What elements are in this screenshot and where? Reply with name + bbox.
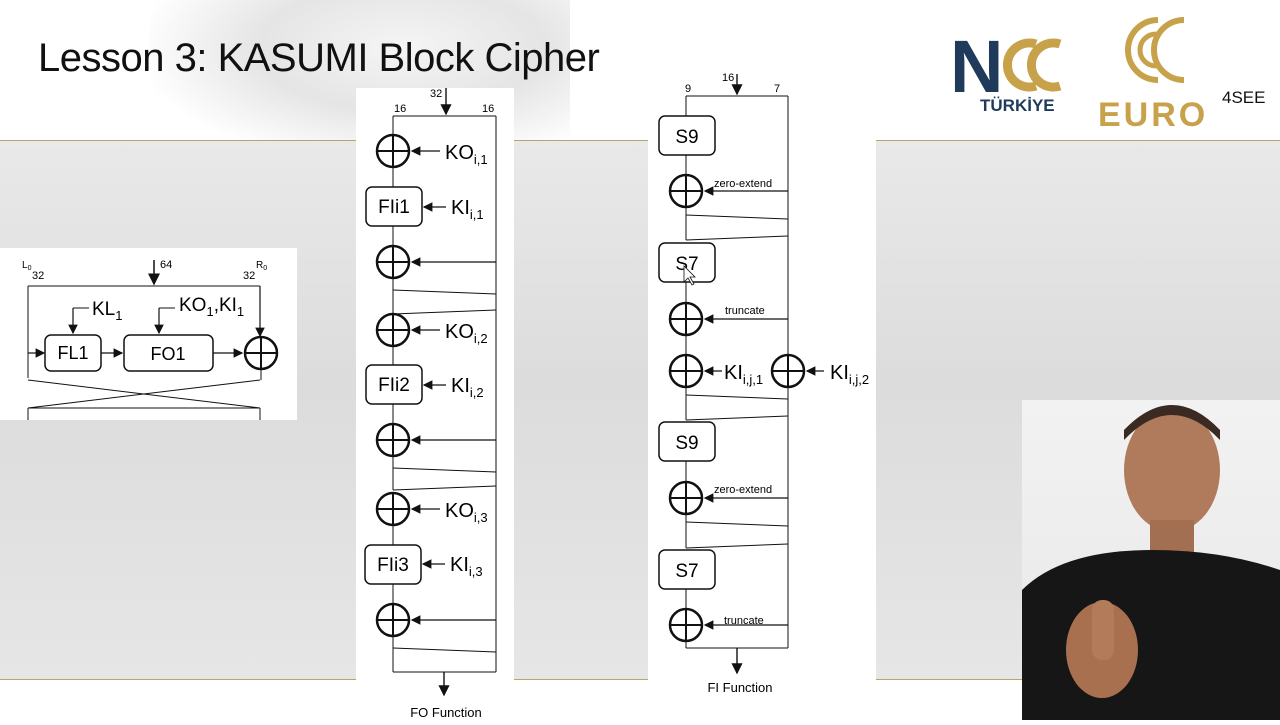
fo-left-bits: 16 bbox=[394, 103, 406, 115]
ki-i3-label: KIi,3 bbox=[450, 554, 483, 579]
fi-i1-box bbox=[365, 186, 423, 227]
s9-label-1: S9 bbox=[675, 127, 698, 148]
kasumi-round-diagram: L0 32 64 32 R0 FL1 FO1 KL1 KO1,KI1 bbox=[22, 259, 279, 420]
fo-round-3: KOi,3 FIi3 KIi,3 bbox=[364, 491, 496, 638]
kl1-label: KL1 bbox=[92, 299, 122, 323]
ki-ij2-label: KIi,j,2 bbox=[830, 362, 869, 387]
ko-i1-label: KOi,1 bbox=[445, 142, 488, 167]
zero-extend-label-2: zero-extend bbox=[714, 484, 772, 496]
fi-xor-3 bbox=[668, 480, 704, 516]
fi-left-bits: 9 bbox=[685, 83, 691, 95]
fo-right-bits: 16 bbox=[482, 103, 494, 115]
fo-round-2: KOi,2 FIi2 KIi,2 bbox=[365, 312, 496, 458]
fi-xor-1 bbox=[668, 173, 704, 209]
fo-xor-ko-1 bbox=[375, 133, 411, 169]
fi-xor-2 bbox=[668, 301, 704, 337]
presenter-video bbox=[1022, 400, 1280, 720]
s7-box-2 bbox=[658, 549, 716, 590]
ko-i2-label: KOi,2 bbox=[445, 321, 488, 346]
fi-xor-ki2 bbox=[770, 353, 806, 389]
fo-input-bits: 32 bbox=[430, 88, 442, 100]
ncc-c-shapes bbox=[1002, 38, 1062, 92]
cross-line-b bbox=[27, 379, 261, 409]
s7-box-1 bbox=[658, 242, 716, 283]
zero-extend-label-1: zero-extend bbox=[714, 178, 772, 190]
fi-xor-4 bbox=[668, 607, 704, 643]
fi-i2-label: FIi2 bbox=[378, 375, 410, 396]
s9-box-2 bbox=[658, 421, 716, 462]
ki-ij1-label: KIi,j,1 bbox=[724, 362, 763, 387]
xor-circle bbox=[243, 335, 279, 371]
s7-label-1: S7 bbox=[675, 254, 698, 275]
slide-title: Lesson 3: KASUMI Block Cipher bbox=[38, 36, 600, 80]
euro-cc-emblem bbox=[1125, 17, 1185, 83]
fo-function-panel: 32 16 16 KOi,1 FIi1 KIi,1 bbox=[356, 88, 514, 720]
s9-box-1 bbox=[658, 115, 716, 156]
ko-i3-label: KOi,3 bbox=[445, 500, 488, 525]
s9-label-2: S9 bbox=[675, 433, 698, 454]
fo-xor-feed-2 bbox=[375, 422, 411, 458]
ncc-logo-letter: N bbox=[950, 25, 1003, 108]
fo-xor-feed-3 bbox=[375, 602, 411, 638]
fi-i2-box bbox=[365, 364, 423, 405]
fi-right-bits: 7 bbox=[774, 83, 780, 95]
euro-logo-text: EURO bbox=[1098, 96, 1209, 134]
ncc-logo-subtitle: TÜRKİYE bbox=[980, 96, 1055, 115]
kasumi-round-panel: L0 32 64 32 R0 FL1 FO1 KL1 KO1,KI1 bbox=[0, 248, 297, 420]
euro-logo-superscript: 4SEE bbox=[1222, 88, 1266, 107]
fi-function-panel: 16 9 7 S9 zero-extend S7 truncate KIi,j,… bbox=[648, 70, 876, 698]
ko1-ki1-label: KO1,KI1 bbox=[179, 295, 244, 319]
fo-function-diagram: 32 16 16 KOi,1 FIi1 KIi,1 bbox=[364, 88, 497, 720]
fi-i1-label: FIi1 bbox=[378, 197, 410, 218]
r0-label: R0 bbox=[256, 260, 267, 272]
fi-function-caption: FI Function bbox=[707, 680, 772, 695]
ki-i1-label: KIi,1 bbox=[451, 197, 484, 222]
fl1-label: FL1 bbox=[57, 343, 88, 363]
fo-xor-ko-3 bbox=[375, 491, 411, 527]
fo-xor-feed-1 bbox=[375, 244, 411, 280]
s7-label-2: S7 bbox=[675, 561, 698, 582]
truncate-label-1: truncate bbox=[725, 305, 765, 317]
fo-function-caption: FO Function bbox=[410, 705, 482, 720]
fi-function-diagram: 16 9 7 S9 zero-extend S7 truncate KIi,j,… bbox=[658, 72, 869, 695]
truncate-label-2: truncate bbox=[724, 615, 764, 627]
input-bits-label: 64 bbox=[160, 259, 172, 271]
l0-label: L0 bbox=[22, 260, 32, 272]
fi-i3-label: FIi3 bbox=[377, 555, 409, 576]
mouse-cursor-icon bbox=[683, 265, 696, 286]
r0-bits-label: 32 bbox=[243, 270, 255, 282]
fi-input-bits: 16 bbox=[722, 72, 734, 84]
presenter-figure bbox=[1022, 405, 1280, 720]
fo-round-1: KOi,1 FIi1 KIi,1 bbox=[365, 133, 496, 280]
fi-xor-ki1 bbox=[668, 353, 704, 389]
fo1-label: FO1 bbox=[150, 344, 185, 364]
fo-xor-ko-2 bbox=[375, 312, 411, 348]
ki-i2-label: KIi,2 bbox=[451, 375, 484, 400]
l0-bits-label: 32 bbox=[32, 270, 44, 282]
